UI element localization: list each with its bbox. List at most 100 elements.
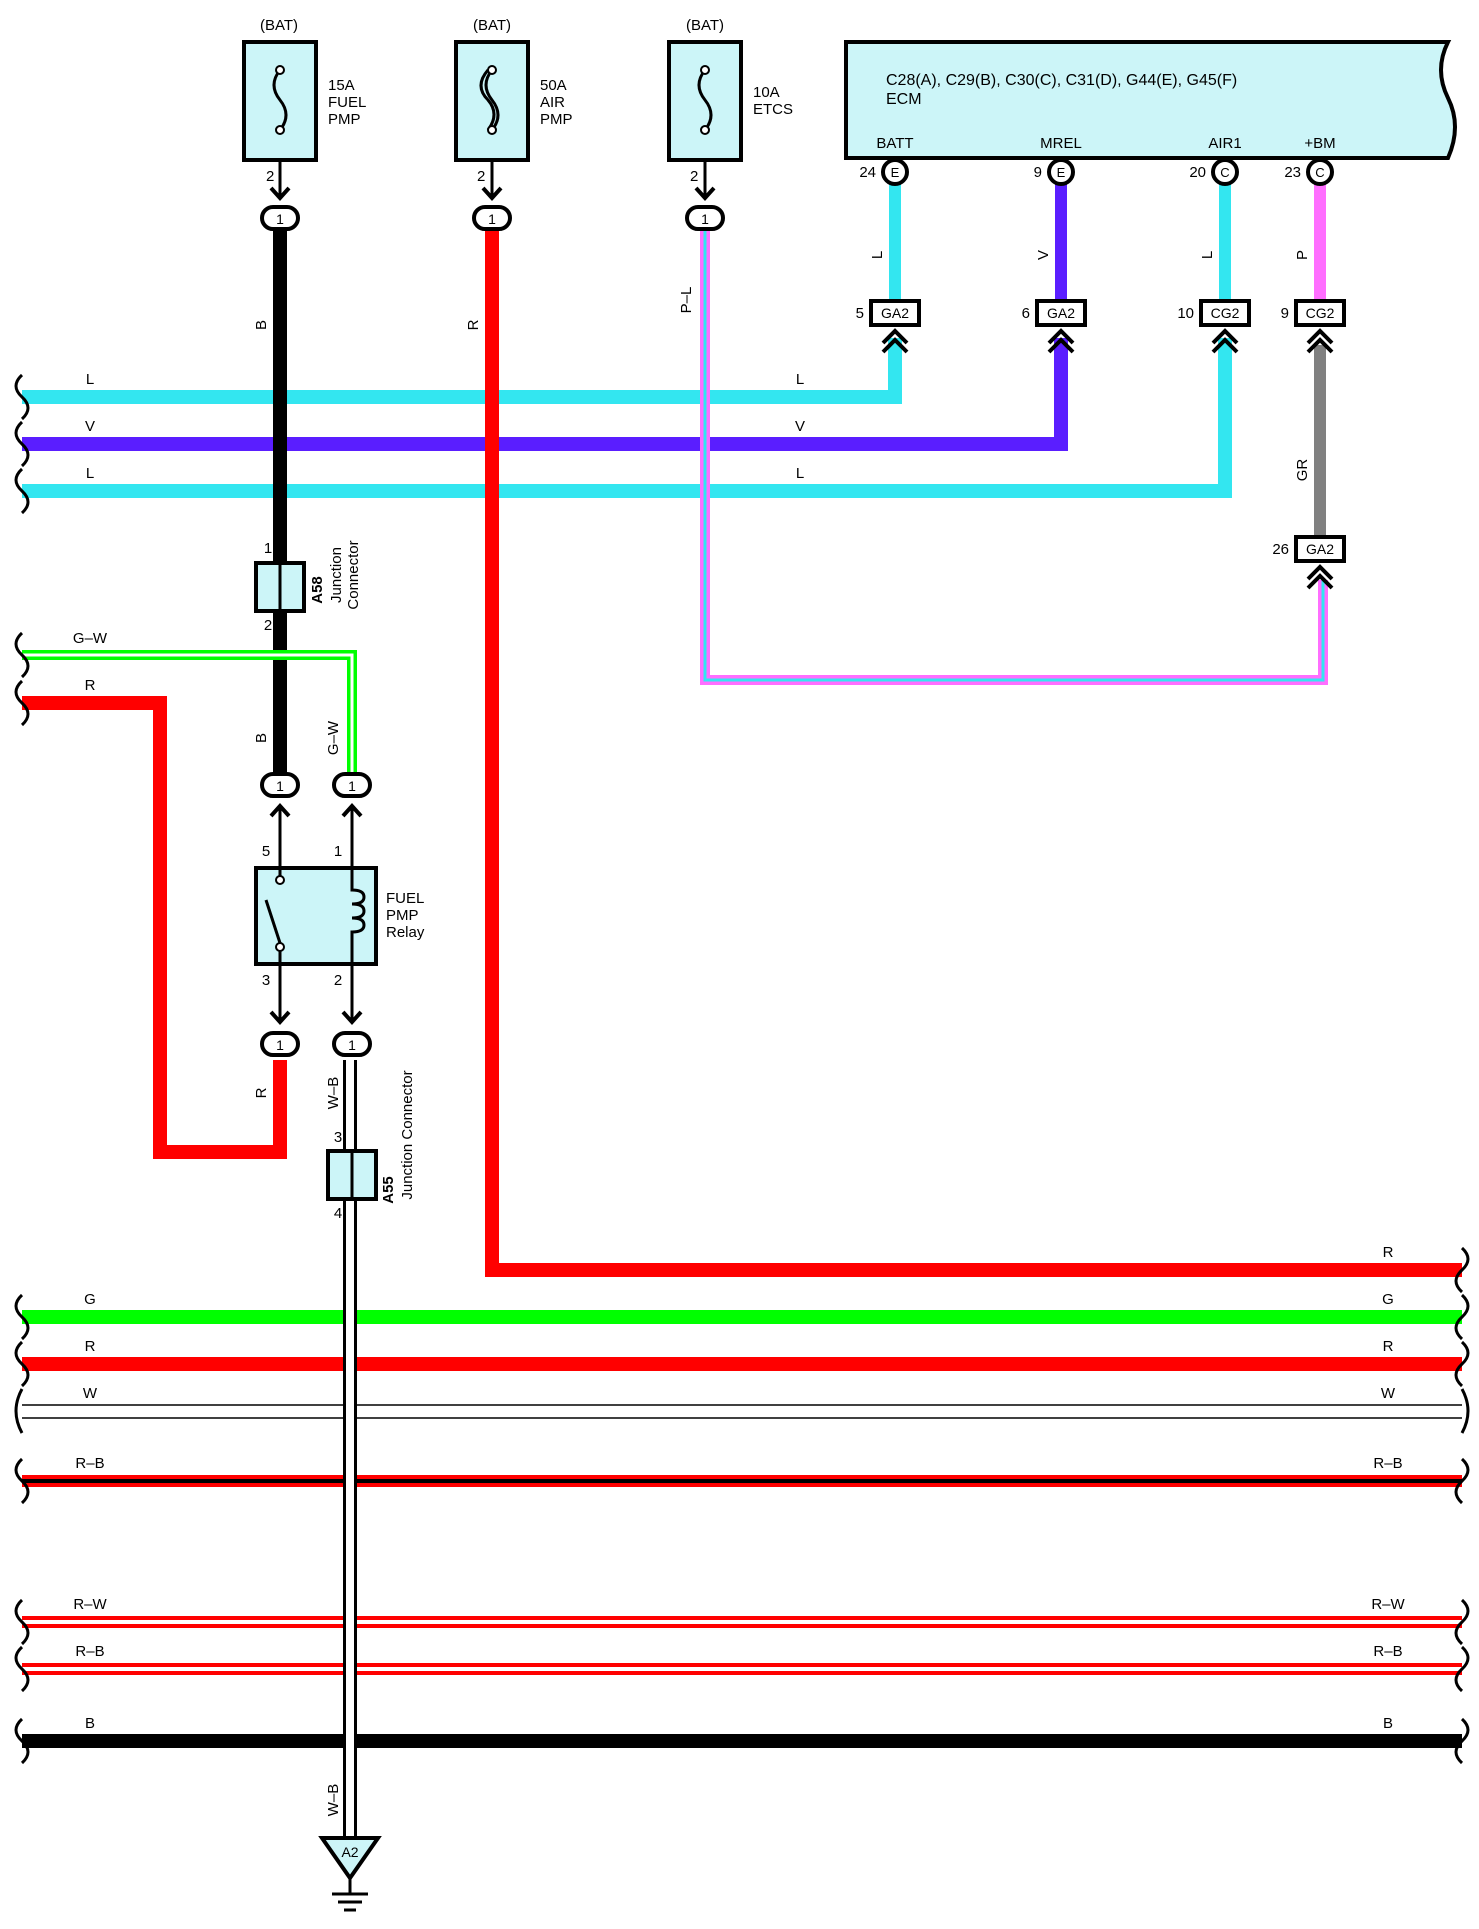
svg-text:1: 1 xyxy=(348,778,356,794)
fuse-fuel-name2: PMP xyxy=(328,111,361,128)
fuse-fuel-name1: FUEL xyxy=(328,94,366,111)
svg-text:2: 2 xyxy=(264,617,272,634)
svg-text:R: R xyxy=(465,319,482,330)
ecm-pin-air1: 20 xyxy=(1189,164,1206,181)
svg-text:V: V xyxy=(795,418,805,435)
fuse-element-icon xyxy=(697,69,713,131)
ecm-conn-batt: E xyxy=(891,165,900,180)
ecm-block: C28(A), C29(B), C30(C), C31(D), G44(E), … xyxy=(844,40,1457,186)
svg-text:W–B: W–B xyxy=(325,1077,342,1110)
fuse-element-icon xyxy=(272,69,288,131)
ecm-pin-bm: 23 xyxy=(1284,164,1301,181)
svg-text:A2: A2 xyxy=(341,1844,358,1860)
fuse-element-icon xyxy=(479,69,500,131)
svg-text:R–B: R–B xyxy=(75,1643,104,1660)
wire-r-left xyxy=(22,696,287,1159)
svg-text:B: B xyxy=(85,1715,95,1732)
ecm-conn-mrel: E xyxy=(1057,165,1066,180)
svg-text:R: R xyxy=(1383,1244,1394,1261)
ecm-terminal-batt: BATT xyxy=(876,135,913,152)
svg-text:W–B: W–B xyxy=(325,1784,342,1817)
wire-label: L xyxy=(1199,251,1216,259)
svg-text:R: R xyxy=(1383,1338,1394,1355)
svg-text:W: W xyxy=(1381,1385,1396,1402)
svg-text:A55: A55 xyxy=(380,1176,397,1204)
wire-label: GR xyxy=(1294,459,1311,482)
svg-text:R: R xyxy=(85,1338,96,1355)
fuse-etcs-amp: 10A xyxy=(753,84,780,101)
fuse-fuel-pin: 2 xyxy=(266,168,274,185)
wire-gw-stripe xyxy=(22,653,354,772)
svg-text:1: 1 xyxy=(348,1037,356,1053)
svg-text:B: B xyxy=(253,320,270,330)
svg-text:CG2: CG2 xyxy=(1211,305,1240,321)
wire-label: V xyxy=(1035,250,1052,260)
svg-text:9: 9 xyxy=(1281,305,1289,322)
bus-labels: R G G R R W W R–B R–B R–W R–W R–B R–B B … xyxy=(73,1244,1405,1732)
svg-text:R–W: R–W xyxy=(1371,1596,1405,1613)
svg-text:G: G xyxy=(1382,1291,1394,1308)
svg-text:R–B: R–B xyxy=(1373,1643,1402,1660)
svg-text:2: 2 xyxy=(334,972,342,989)
svg-text:GA2: GA2 xyxy=(1306,541,1334,557)
fuse-air-name1: AIR xyxy=(540,94,565,111)
svg-text:A58: A58 xyxy=(309,576,326,604)
svg-text:GA2: GA2 xyxy=(1047,305,1075,321)
inline-connectors: GA2 5 GA2 6 CG2 10 CG2 9 GA2 26 xyxy=(856,299,1346,590)
fuse-air-pin: 2 xyxy=(477,168,485,185)
svg-text:PMP: PMP xyxy=(386,907,419,924)
fuse-fuel-pmp: (BAT) 15A FUEL PMP 2 1 xyxy=(242,17,366,231)
wire-label: L xyxy=(869,251,886,259)
svg-text:G–W: G–W xyxy=(73,630,108,647)
svg-text:10: 10 xyxy=(1177,305,1194,322)
fuse-etcs-name1: ETCS xyxy=(753,101,793,118)
fuel-pmp-relay: 1 1 5 1 FUEL PMP Relay 3 2 1 1 xyxy=(254,772,425,1057)
fuse-air-amp: 50A xyxy=(540,77,567,94)
svg-text:R–B: R–B xyxy=(75,1455,104,1472)
fuse-air-conn: 1 xyxy=(488,211,496,227)
svg-text:1: 1 xyxy=(334,843,342,860)
fuse-fuel-amp: 15A xyxy=(328,77,355,94)
svg-text:Junction: Junction xyxy=(328,547,345,603)
fuse-air-name2: PMP xyxy=(540,111,573,128)
relay-switch-icon xyxy=(264,899,282,944)
inline-conn-gr: GA2 26 xyxy=(1272,535,1346,590)
ecm-terminal-mrel: MREL xyxy=(1040,135,1082,152)
svg-text:L: L xyxy=(86,371,94,388)
svg-text:6: 6 xyxy=(1022,305,1030,322)
svg-text:R: R xyxy=(253,1087,270,1098)
svg-text:P–L: P–L xyxy=(678,287,695,314)
svg-text:1: 1 xyxy=(276,1037,284,1053)
svg-text:G: G xyxy=(84,1291,96,1308)
svg-text:L: L xyxy=(796,465,804,482)
ecm-pin-mrel: 9 xyxy=(1034,164,1042,181)
svg-text:1: 1 xyxy=(276,778,284,794)
svg-text:B: B xyxy=(1383,1715,1393,1732)
svg-text:CG2: CG2 xyxy=(1306,305,1335,321)
svg-text:R: R xyxy=(85,677,96,694)
fuse-etcs-conn: 1 xyxy=(701,211,709,227)
svg-text:R–W: R–W xyxy=(73,1596,107,1613)
svg-text:B: B xyxy=(253,733,270,743)
svg-text:5: 5 xyxy=(856,305,864,322)
fuse-fuel-conn: 1 xyxy=(276,211,284,227)
svg-text:GA2: GA2 xyxy=(881,305,909,321)
fuse-etcs: (BAT) 10A ETCS 2 1 xyxy=(667,17,793,231)
svg-text:V: V xyxy=(85,418,95,435)
ecm-pin-batt: 24 xyxy=(859,164,876,181)
inline-conn-batt: GA2 5 xyxy=(856,299,921,354)
wires xyxy=(22,182,1462,1838)
ecm-terminal-air1: AIR1 xyxy=(1208,135,1241,152)
relay-coil-icon xyxy=(350,868,366,964)
break-marks xyxy=(14,373,1470,1765)
svg-text:4: 4 xyxy=(334,1205,342,1222)
inline-conn-mrel: GA2 6 xyxy=(1022,299,1087,354)
wire-pl-stripe xyxy=(703,228,1325,682)
inline-conn-bm: CG2 9 xyxy=(1281,299,1346,354)
fuse-etcs-pin: 2 xyxy=(690,168,698,185)
svg-text:Connector: Connector xyxy=(345,540,362,609)
ecm-conn-bm: C xyxy=(1315,165,1324,180)
fuse-etcs-source: (BAT) xyxy=(686,17,724,34)
junction-a58: 1 2 A58 Junction Connector xyxy=(254,540,362,634)
